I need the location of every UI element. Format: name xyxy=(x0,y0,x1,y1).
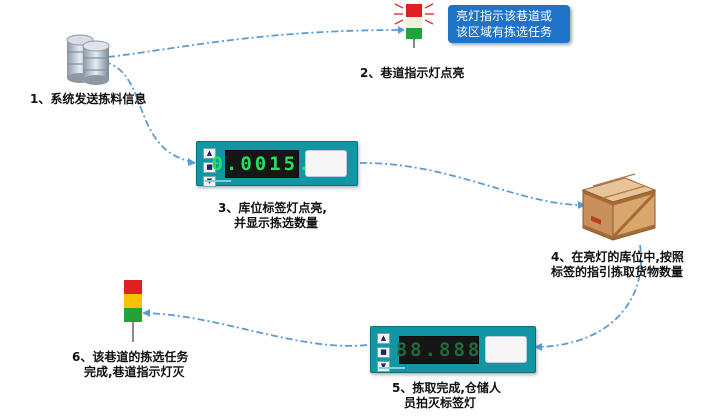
flow-arrow-to-tag xyxy=(188,158,196,166)
stack-light-off-icon xyxy=(124,280,142,342)
step-2-line-1: 2、巷道指示灯点亮 xyxy=(360,66,465,80)
stack-light-on-icon xyxy=(394,3,434,48)
flow-line-tag-to-crate xyxy=(359,162,583,206)
callout-box: 亮灯指示该巷道或 该区域有拣选任务 xyxy=(448,5,570,43)
step-4-label: 4、在亮灯的库位中,按照 标签的指引拣取货物数量 xyxy=(551,250,684,280)
tag-off-up-button: ▲ xyxy=(377,333,390,344)
step-5-label: 5、拣取完成,仓储人 员拍灭标签灯 xyxy=(392,381,501,411)
flow-arrow-to-light xyxy=(398,26,405,34)
database-server-icon xyxy=(66,34,110,85)
step-5-line-2: 员拍灭标签灯 xyxy=(404,396,477,410)
light-off-red-segment xyxy=(124,280,142,294)
flow-arrow-to-tag5 xyxy=(534,343,542,351)
step-3-line-1: 3、库位标签灯点亮, xyxy=(218,201,327,215)
tag-lcd-screen xyxy=(305,150,347,177)
step-5-line-1: 5、拣取完成,仓储人 xyxy=(392,381,501,395)
step-1-line-1: 1、系统发送拣料信息 xyxy=(30,92,147,106)
step-4-line-1: 4、在亮灯的库位中,按照 xyxy=(551,250,684,264)
callout-line-2: 该区域有拣选任务 xyxy=(456,25,553,39)
step-6-line-2: 完成,巷道指示灯灭 xyxy=(84,365,185,379)
tag-off-buttons: ▲ ■ ▼ xyxy=(377,333,390,375)
tag-off-lcd-screen xyxy=(485,336,527,363)
flow-arrow-to-crate xyxy=(578,201,586,209)
tag-off-digit-display: 88.888 xyxy=(396,336,479,364)
wooden-crate-icon xyxy=(581,173,657,241)
light-red-segment xyxy=(406,4,422,17)
tag-digit-display: 0.0015. xyxy=(211,150,310,178)
tag-off-down-button: ▼ xyxy=(377,361,390,372)
light-off-pole xyxy=(132,322,134,342)
flow-line-tag5-to-light xyxy=(144,312,368,347)
location-tag-lit: ▲ ■ ▼ 0.0015. xyxy=(196,141,358,187)
tag-off-brand-mark xyxy=(379,367,405,369)
step-6-label: 6、该巷道的拣选任务 完成,巷道指示灯灭 xyxy=(72,350,188,380)
light-rays xyxy=(394,3,434,25)
tag-brand-mark xyxy=(205,180,231,182)
tag-off-confirm-button: ■ xyxy=(377,347,390,358)
step-2-label: 2、巷道指示灯点亮 xyxy=(360,66,464,81)
step-1-label: 1、系统发送拣料信息 xyxy=(30,92,146,107)
flow-line-server-to-tag xyxy=(103,61,194,163)
callout-line-1: 亮灯指示该巷道或 xyxy=(456,9,553,23)
tag-confirm-button: ■ xyxy=(203,162,216,173)
flow-arrow-to-light-off xyxy=(142,309,150,317)
flow-line-crate-to-tag5 xyxy=(537,244,642,348)
tag-up-button: ▲ xyxy=(203,148,216,159)
step-6-line-1: 6、该巷道的拣选任务 xyxy=(72,350,189,364)
light-off-green-segment xyxy=(124,308,142,322)
light-off-yellow-segment xyxy=(124,294,142,308)
flow-line-server-to-light xyxy=(107,29,399,58)
light-pole xyxy=(413,39,415,48)
light-yellow-segment xyxy=(406,17,422,28)
light-green-segment xyxy=(406,28,422,39)
step-4-line-2: 标签的指引拣取货物数量 xyxy=(551,265,684,279)
location-tag-off: ▲ ■ ▼ 88.888 xyxy=(370,326,536,373)
step-3-label: 3、库位标签灯点亮, 并显示拣选数量 xyxy=(218,201,327,231)
step-3-line-2: 并显示拣选数量 xyxy=(234,216,319,230)
